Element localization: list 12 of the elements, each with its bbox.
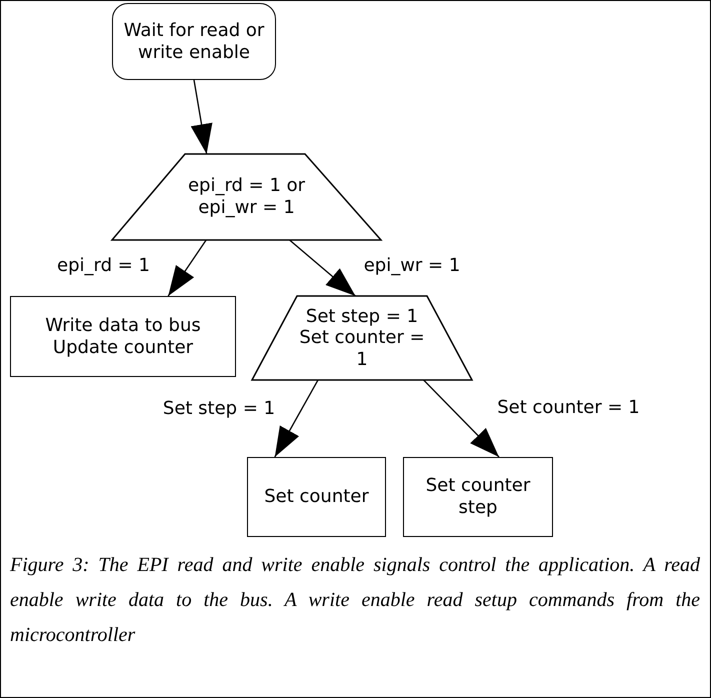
figure-caption: Figure 3: The EPI read and write enable signals control the application. A read enable write data to the bus. A write enable read setup commands from the microcontroller [10, 553, 700, 648]
condition-trapezoid: Set step = 1 Set counter = 1 [252, 296, 472, 380]
arrow [190, 80, 212, 154]
process-box: Set counter step [403, 457, 553, 537]
start-box: Wait for read or write enable [112, 3, 276, 80]
process-box: Write data to bus Update counter [10, 296, 236, 377]
arrow [274, 380, 319, 458]
condition-trapezoid: epi_rd = 1 or epi_wr = 1 [112, 154, 381, 240]
arrow [423, 380, 500, 458]
process-box: Set counter [247, 457, 386, 537]
arrow [289, 240, 356, 296]
arrow [168, 240, 207, 296]
